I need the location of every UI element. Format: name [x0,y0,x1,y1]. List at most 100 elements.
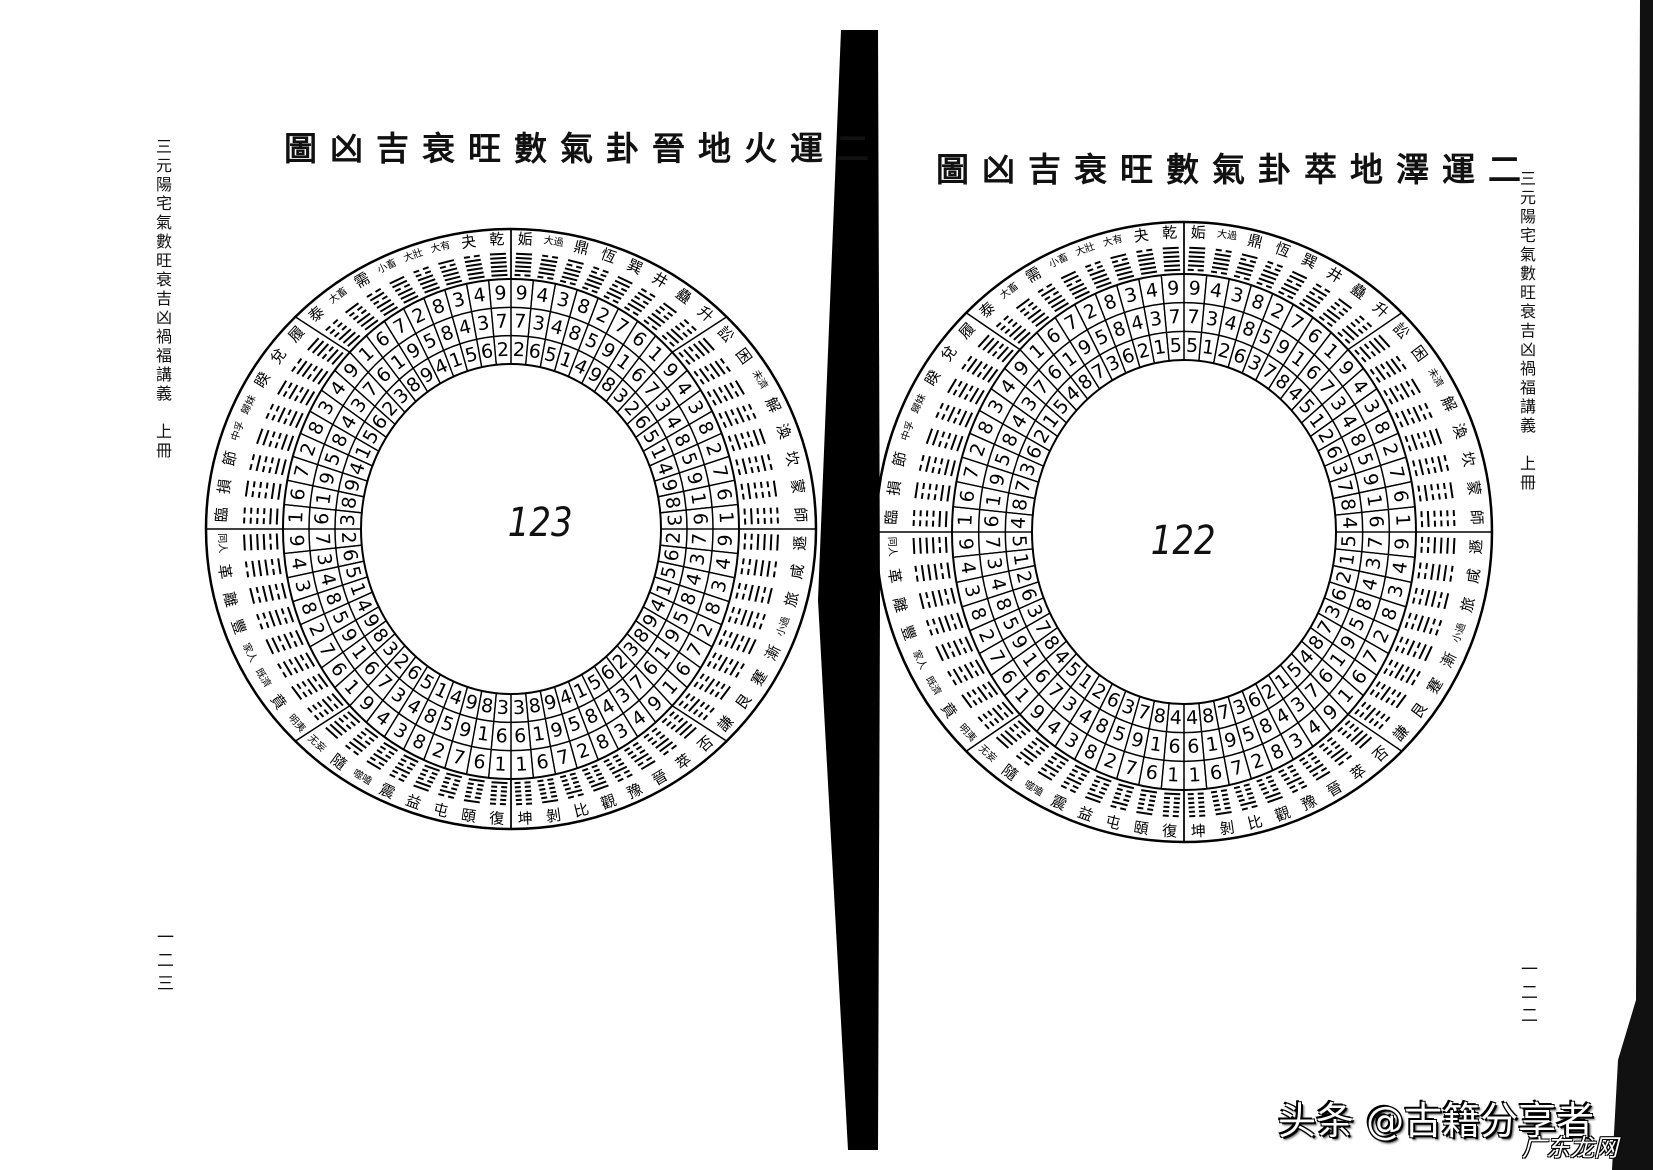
yin-line [466,786,473,790]
yang-line [1093,277,1110,285]
yang-line [441,267,458,274]
hexagram-line [1434,428,1443,445]
hexagram-name: 震 [1048,791,1069,814]
digit-cell-divider [953,548,1033,558]
yin-line [920,492,924,499]
yang-line [611,765,628,775]
yin-line [737,582,742,590]
hexagram-line [582,764,598,772]
yin-line [249,463,253,471]
hexagram-name: 未濟 [750,367,771,391]
yang-line [1235,270,1252,277]
yin-line [577,793,584,797]
hexagram-line [1113,261,1130,268]
ring-digit: 2 [701,440,726,459]
hexagram-line [969,387,980,403]
hexagram-line [1322,312,1337,324]
hexagram-line [634,752,649,763]
digit-cell-divider [1074,304,1113,381]
yang-line [1141,789,1158,794]
watermark-text: 头条 @古籍分享者 [1278,1099,1595,1143]
yin-line [683,318,690,325]
hexagram-line [446,772,463,779]
hexagram-line [931,510,935,527]
yang-line [640,760,656,771]
hexagram-line [1426,537,1430,554]
hexagram-line [283,409,292,425]
yin-line [1085,264,1092,268]
hexagram-line [1047,759,1063,770]
hexagram-name: 觀 [1273,803,1293,825]
hexagram-line [299,654,310,670]
hexagram-name: 歸妹 [238,393,258,417]
hexagram-line [698,675,710,690]
hexagram-line [1214,806,1231,811]
hexagram-line [249,587,256,604]
yang-line [1240,800,1257,807]
yang-line [1308,763,1324,774]
hexagram-line [1373,337,1386,351]
yang-line [490,261,507,264]
yin-line [939,402,944,410]
yin-line [422,266,429,271]
yang-line [647,316,662,328]
yin-line [1300,784,1308,790]
ring-digit: 9 [661,625,686,647]
yang-line [542,799,559,804]
hexagram-line [1428,618,1437,635]
hexagram-line [1280,286,1297,296]
yang-line [688,698,701,712]
hexagram-line [1085,260,1101,268]
yin-line [995,321,1002,328]
yin-line [729,382,735,389]
yin-line [1093,779,1101,784]
hexagram-line [1138,257,1155,262]
ring-digit: 4 [1144,279,1159,303]
hexagram-line [1164,792,1181,796]
yang-line [712,388,723,404]
ring-digit: 6 [1022,442,1047,462]
ring-digit: 3 [531,312,546,336]
yang-line [1442,565,1448,582]
ring-digit: 6 [359,656,383,680]
left-page-number: 一二三 [153,928,173,997]
hexagram-line [376,749,392,760]
yin-line [397,761,404,767]
hexagram-line [306,365,318,380]
yin-line [1394,385,1400,392]
yang-line [379,302,395,313]
yin-line [392,769,399,775]
hexagram-line [1211,266,1228,271]
hexagram-line [280,582,287,599]
yin-line [374,287,382,293]
yang-line [1017,720,1031,733]
yin-line [940,458,944,465]
hexagram-line [1115,266,1132,273]
hexagram-line [264,559,269,576]
hexagram-line [976,363,988,378]
yin-line [677,717,684,723]
yang-line [950,460,956,477]
yang-line [1015,298,1030,310]
yin-line [261,465,266,473]
yin-line [712,652,717,659]
yang-line [275,508,279,525]
hexagram-name: 益 [1075,803,1095,825]
hexagram-name: 艮 [1407,699,1430,722]
hexagram-line [271,405,280,421]
yin-line [989,720,995,727]
hexagram-line [1388,661,1399,677]
yang-line [1446,537,1449,554]
ring-digit: 4 [1222,311,1239,335]
yang-line [1416,615,1424,632]
hexagram-line [282,382,293,398]
yang-line [364,727,379,739]
yang-line [1163,259,1180,263]
yin-line [398,777,405,783]
hexagram-line [413,266,429,274]
hexagram-line [593,266,609,274]
yin-line [1071,768,1079,774]
yin-line [1444,492,1448,499]
hexagram-line [1410,613,1418,630]
yin-line [742,405,747,412]
